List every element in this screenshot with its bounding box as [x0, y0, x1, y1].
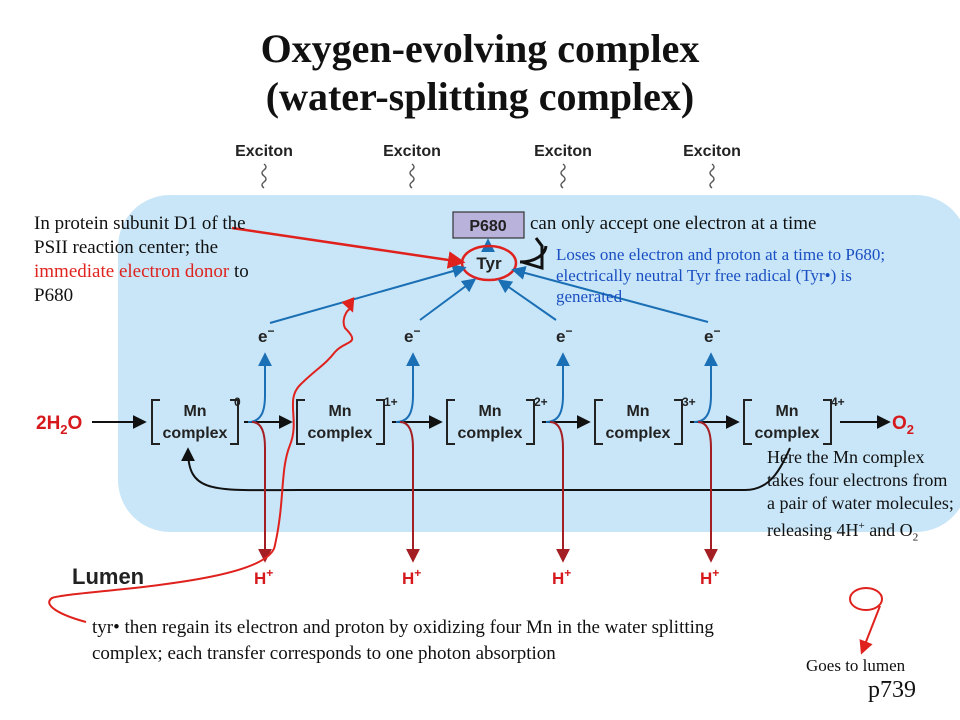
proton-label-3: H+: [552, 566, 571, 588]
electron-labels: e− e− e− e−: [258, 324, 720, 346]
e3-to-tyr-arrow: [497, 279, 557, 321]
e1-to-tyr-arrow: [269, 264, 467, 324]
exciton-label-3: Exciton: [534, 143, 592, 160]
svg-text:Mn: Mn: [626, 403, 649, 420]
tyr-regain-annotation-line: [48, 296, 355, 623]
membrane-region: [118, 195, 960, 532]
svg-text:complex: complex: [458, 425, 523, 442]
svg-text:complex: complex: [755, 425, 820, 442]
mn-complex-state-0: Mn complex 0: [151, 395, 241, 445]
mn-complexes: Mn complex 0 Mn complex 1+ Mn complex 2+…: [151, 395, 845, 445]
exciton-label-2: Exciton: [383, 143, 441, 160]
exciton-squiggle-2: [409, 163, 415, 189]
title-line-1: Oxygen-evolving complex: [260, 26, 700, 71]
electron-label-3: e−: [556, 324, 572, 346]
page-reference: p739: [868, 677, 916, 703]
electron-branch-arrows: [247, 352, 718, 423]
exciton-label-1: Exciton: [235, 143, 293, 160]
e2-to-tyr-arrow: [419, 278, 477, 321]
svg-text:3+: 3+: [682, 395, 696, 409]
svg-text:complex: complex: [308, 425, 373, 442]
svg-text:4+: 4+: [831, 395, 845, 409]
mn-complex-state-2: Mn complex 2+: [446, 395, 548, 445]
e4-to-tyr-arrow: [511, 266, 709, 323]
p680-note: can only accept one electron at a time: [530, 213, 817, 234]
tyr-note: Loses one electron and proton at a time …: [556, 245, 886, 306]
4h-highlight-circle: [849, 587, 883, 611]
proton-label-4: H+: [700, 566, 719, 588]
d1-annotation-arrow: [231, 226, 466, 269]
exciton-label-4: Exciton: [683, 143, 741, 160]
lumen-note-arrow: [859, 605, 881, 655]
svg-text:complex: complex: [163, 425, 228, 442]
svg-text:1+: 1+: [384, 395, 398, 409]
lumen-note: Goes to lumen: [806, 656, 906, 675]
exciton-squiggles: [261, 163, 715, 189]
electron-label-2: e−: [404, 324, 420, 346]
proton-labels: H+ H+ H+ H+: [254, 566, 719, 588]
exciton-squiggle-4: [709, 163, 715, 189]
svg-text:complex: complex: [606, 425, 671, 442]
electron-label-4: e−: [704, 324, 720, 346]
svg-text:Mn: Mn: [328, 403, 351, 420]
exciton-squiggle-3: [560, 163, 566, 189]
svg-text:Mn: Mn: [775, 403, 798, 420]
mn-complex-state-4: Mn complex 4+: [743, 395, 845, 445]
cycle-return-arrow: [181, 447, 791, 492]
d1-note: In protein subunit D1 of the PSII reacti…: [34, 213, 249, 306]
p680-note-bracket: [521, 237, 544, 271]
tyr-label: Tyr: [476, 254, 502, 273]
proton-branch-arrows: [251, 421, 718, 563]
mn-complex-state-1: Mn complex 1+: [296, 395, 398, 445]
exciton-labels: Exciton Exciton Exciton Exciton: [235, 143, 741, 160]
p680-label: P680: [469, 218, 506, 235]
lumen-label: Lumen: [72, 564, 144, 589]
tyr-regain-note: tyr• then regain its electron and proton…: [92, 617, 714, 664]
proton-label-2: H+: [402, 566, 421, 588]
svg-text:2+: 2+: [534, 395, 548, 409]
p680-box: [452, 211, 525, 239]
svg-text:0: 0: [234, 395, 241, 409]
mn-complex-state-3: Mn complex 3+: [594, 395, 696, 445]
electron-label-1: e−: [258, 324, 274, 346]
svg-text:Mn: Mn: [478, 403, 501, 420]
svg-text:Mn: Mn: [183, 403, 206, 420]
proton-label-1: H+: [254, 566, 273, 588]
water-label: 2H2O: [36, 413, 82, 437]
mn-complex-note: Here the Mn complex takes four electrons…: [767, 447, 954, 544]
title-line-2: (water-splitting complex): [265, 74, 695, 119]
oxygen-label: O2: [892, 413, 914, 437]
exciton-squiggle-1: [261, 163, 267, 189]
